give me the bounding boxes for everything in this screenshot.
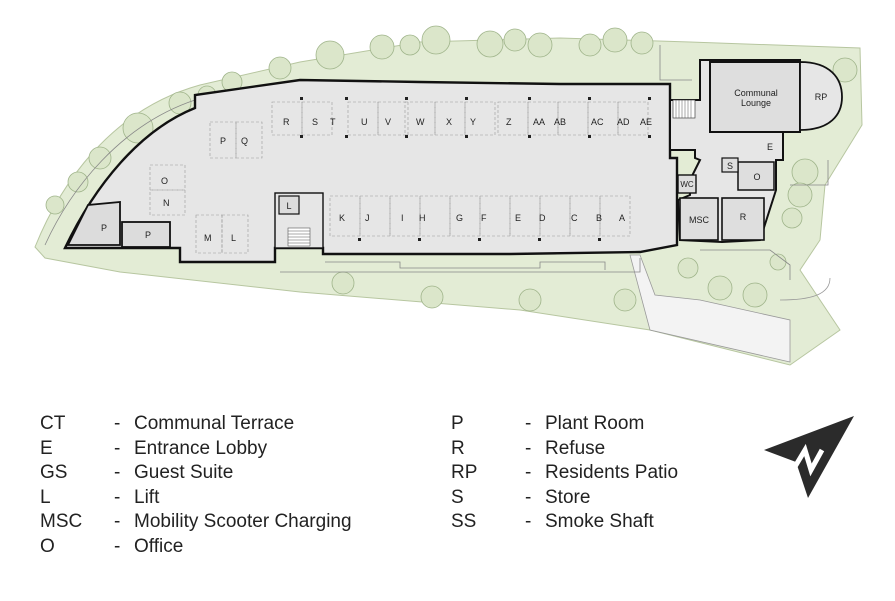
legend-separator: - — [114, 486, 121, 508]
bay-label: AC — [591, 117, 604, 127]
legend-item: SS -Smoke Shaft — [451, 510, 678, 535]
bay-label: I — [401, 213, 404, 223]
legend-item: P -Plant Room — [451, 412, 678, 437]
refuse-label: R — [740, 212, 747, 222]
legend-separator: - — [525, 486, 532, 508]
communal-lounge-label: Lounge — [741, 98, 771, 108]
office-label: O — [753, 172, 760, 182]
legend-abbr: SS — [451, 511, 477, 532]
legend-right-column: P-Plant Room R-Refuse RP-Residents Patio… — [451, 412, 678, 535]
legend-abbr: S — [451, 486, 464, 508]
residents-patio-label: RP — [815, 92, 828, 102]
legend-text: Residents Patio — [545, 462, 679, 483]
legend-abbr: MSC — [40, 511, 83, 532]
legend-text: Store — [545, 486, 591, 508]
bay-label: O — [161, 176, 168, 186]
legend-item: R -Refuse — [451, 437, 678, 462]
bay-labels-top: R S T U V W X Y Z AA AB AC AD AE — [283, 117, 652, 127]
bay-label: S — [312, 117, 318, 127]
legend-separator: - — [525, 413, 532, 434]
legend-abbr: R — [451, 437, 465, 459]
bay-label: C — [571, 213, 578, 223]
legend-text: Smoke Shaft — [545, 511, 654, 532]
legend-separator: - — [114, 437, 121, 459]
bay-label: AA — [533, 117, 545, 127]
bay-label: B — [596, 213, 602, 223]
legend-item: O -Office — [40, 535, 352, 560]
legend-abbr: P — [451, 413, 464, 434]
bay-label: H — [419, 213, 426, 223]
bay-label: U — [361, 117, 368, 127]
room-labels: Communal Lounge RP E S O WC MSC R P P L — [101, 88, 827, 240]
bay-label: G — [456, 213, 463, 223]
legend-abbr: RP — [451, 462, 478, 483]
legend-item: GS -Guest Suite — [40, 461, 352, 486]
legend-left-column: CT-Communal Terrace E-Entrance Lobby GS-… — [40, 412, 352, 559]
tree-canopies — [45, 25, 858, 312]
wc-label: WC — [680, 180, 694, 189]
bay-label: Z — [506, 117, 512, 127]
legend-separator: - — [525, 462, 532, 483]
bay-label: M — [204, 233, 212, 243]
legend-separator: - — [114, 511, 121, 532]
bay-label: D — [539, 213, 546, 223]
legend-item: E -Entrance Lobby — [40, 437, 352, 462]
legend-text: Guest Suite — [134, 462, 234, 483]
bay-label: AB — [554, 117, 566, 127]
bay-label: F — [481, 213, 487, 223]
bay-label: E — [515, 213, 521, 223]
bay-label: X — [446, 117, 452, 127]
legend-text: Entrance Lobby — [134, 437, 268, 459]
bay-label: T — [330, 117, 336, 127]
legend-separator: - — [114, 535, 121, 557]
legend-separator: - — [525, 511, 532, 532]
bay-label: V — [385, 117, 391, 127]
plant-room-label: P — [145, 230, 151, 240]
north-arrow-icon — [764, 416, 854, 498]
bay-label: W — [416, 117, 425, 127]
legend-separator: - — [114, 413, 121, 434]
bay-label: N — [163, 198, 170, 208]
bay-label: K — [339, 213, 345, 223]
bay-label: L — [231, 233, 236, 243]
bay-labels-bottom: K J I H G F E D C B A — [339, 213, 625, 223]
legend-item: RP -Residents Patio — [451, 461, 678, 486]
legend-abbr: L — [40, 486, 51, 508]
legend-text: Plant Room — [545, 413, 645, 434]
legend-text: Refuse — [545, 437, 606, 459]
lift-label: L — [286, 201, 291, 211]
store-label: S — [727, 161, 733, 171]
bay-label: Y — [470, 117, 476, 127]
legend-text: Office — [134, 535, 184, 557]
legend-abbr: O — [40, 535, 55, 557]
legend-separator: - — [525, 437, 532, 459]
bay-labels-left: P Q O N M L — [161, 136, 248, 243]
legend-item: S -Store — [451, 486, 678, 511]
bay-label: Q — [241, 136, 248, 146]
bay-label: R — [283, 117, 290, 127]
legend-text: Communal Terrace — [134, 413, 295, 434]
car-park — [63, 78, 679, 264]
legend-text: Lift — [134, 486, 160, 508]
legend-abbr: GS — [40, 462, 68, 483]
legend-item: CT -Communal Terrace — [40, 412, 352, 437]
legend-item: MSC -Mobility Scooter Charging — [40, 510, 352, 535]
communal-lounge-label: Communal — [734, 88, 778, 98]
bay-label: J — [365, 213, 370, 223]
bay-label: P — [220, 136, 226, 146]
legend-separator: - — [114, 462, 121, 483]
bay-label: AE — [640, 117, 652, 127]
landscape-paths — [44, 45, 829, 280]
entrance-label: E — [767, 142, 773, 152]
legend-abbr: CT — [40, 413, 66, 434]
site-floor-plan: R S T U V W X Y Z AA AB AC AD AE K J I H… — [34, 25, 863, 366]
legend-abbr: E — [40, 437, 53, 459]
plant-room-label: P — [101, 223, 107, 233]
bay-label: AD — [617, 117, 630, 127]
east-block — [669, 59, 843, 244]
legend-item: L -Lift — [40, 486, 352, 511]
legend-text: Mobility Scooter Charging — [134, 511, 352, 532]
bay-label: A — [619, 213, 625, 223]
msc-label: MSC — [689, 215, 710, 225]
